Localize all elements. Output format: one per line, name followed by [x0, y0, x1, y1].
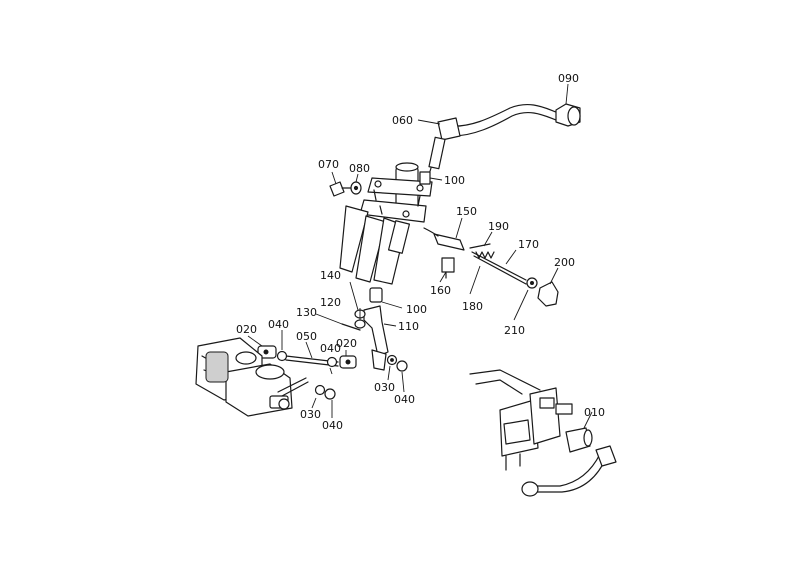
label-110: 110 — [398, 320, 419, 333]
label-100-upper: 100 — [444, 174, 465, 187]
link-150[interactable] — [423, 227, 465, 251]
label-170: 170 — [518, 238, 539, 251]
label-150: 150 — [456, 205, 477, 218]
shift-unit-housing — [339, 162, 433, 285]
label-040-left: 040 — [268, 318, 289, 331]
nut-040-far-right[interactable] — [396, 360, 408, 372]
label-030-right: 030 — [374, 381, 395, 394]
inset-lever[interactable] — [521, 445, 617, 497]
arm-110[interactable] — [363, 305, 389, 371]
label-080: 080 — [349, 162, 370, 175]
nut-040-left[interactable] — [276, 350, 288, 362]
lever-knob[interactable] — [555, 103, 581, 127]
label-200: 200 — [554, 256, 575, 269]
part-labels: 090 060 070 080 100 150 190 170 200 160 … — [236, 72, 605, 432]
label-160: 160 — [430, 284, 451, 297]
leader-lines — [247, 83, 593, 429]
label-020-right: 020 — [336, 337, 357, 350]
spacer-100-lower[interactable] — [369, 287, 383, 303]
label-190: 190 — [488, 220, 509, 233]
transmission-housing — [195, 337, 309, 417]
label-040-mid: 040 — [320, 342, 341, 355]
rod-170[interactable] — [471, 251, 527, 285]
label-130: 130 — [296, 306, 317, 319]
label-180: 180 — [462, 300, 483, 313]
inset-assembly — [469, 369, 573, 471]
label-060: 060 — [392, 114, 413, 127]
label-040-bottom: 040 — [322, 419, 343, 432]
label-140: 140 — [320, 269, 341, 282]
spacer-100-upper[interactable] — [419, 171, 431, 185]
washer-030-right[interactable] — [386, 354, 398, 366]
label-070: 070 — [318, 158, 339, 171]
rod-end-020-right[interactable] — [339, 355, 357, 369]
label-100-lower: 100 — [406, 303, 427, 316]
bolt-070[interactable] — [329, 181, 353, 197]
label-090: 090 — [558, 72, 579, 85]
washer-080[interactable] — [350, 181, 362, 195]
bolt-160[interactable] — [441, 257, 455, 279]
label-210: 210 — [504, 324, 525, 337]
label-030-left: 030 — [300, 408, 321, 421]
label-020-left: 020 — [236, 323, 257, 336]
shift-lever[interactable] — [427, 104, 557, 179]
pin-130[interactable] — [341, 323, 361, 331]
knob-200[interactable] — [537, 281, 559, 307]
inset-collar-010[interactable] — [565, 427, 593, 453]
washer-030-left[interactable] — [314, 384, 326, 396]
nut-040-right[interactable] — [326, 356, 338, 368]
label-010: 010 — [584, 406, 605, 419]
nut-210[interactable] — [526, 277, 538, 289]
nut-040-bottom[interactable] — [324, 388, 336, 400]
label-120: 120 — [320, 296, 341, 309]
pin-190[interactable] — [469, 243, 491, 249]
label-040-far-right: 040 — [394, 393, 415, 406]
spring-180[interactable] — [475, 251, 495, 259]
label-050: 050 — [296, 330, 317, 343]
pin-120[interactable] — [354, 319, 366, 329]
